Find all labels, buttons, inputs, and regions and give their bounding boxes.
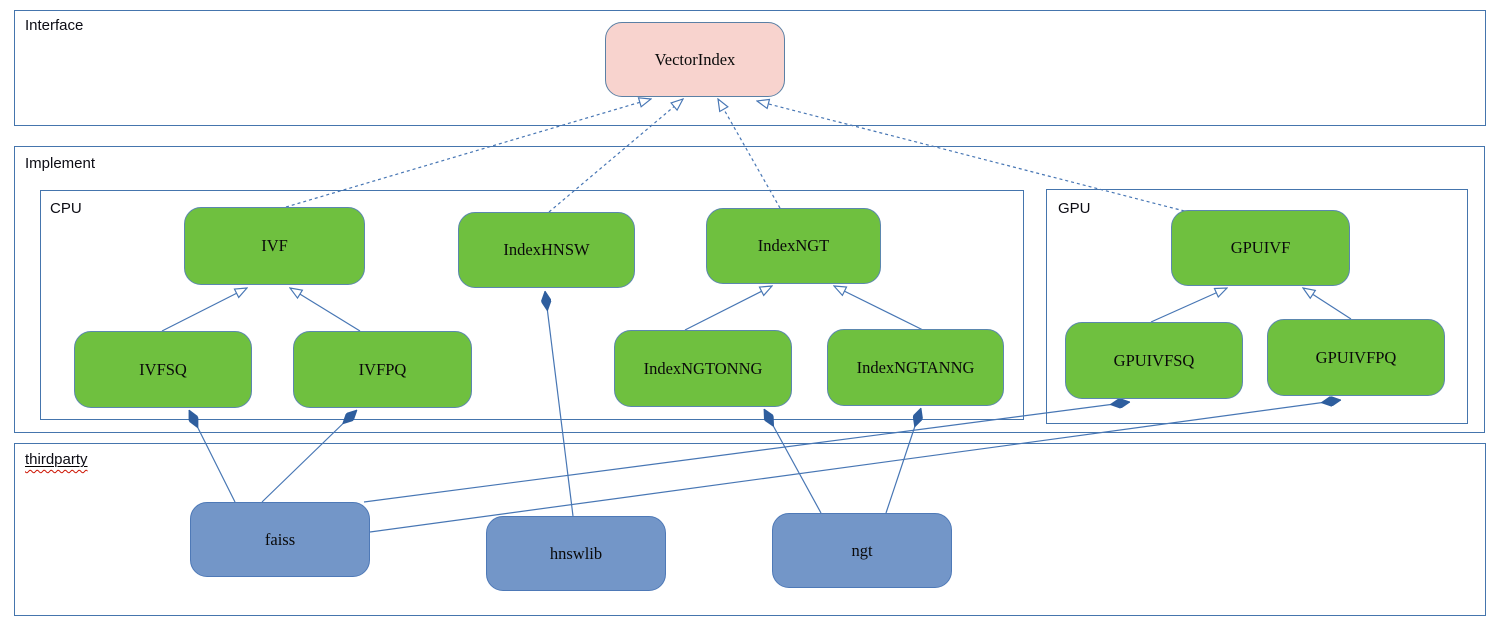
node-gpuivfpq-label: GPUIVFPQ [1315,347,1397,367]
node-ivf-label: IVF [261,236,288,255]
node-ngt-label: ngt [851,540,873,560]
container-interface-label: Interface [25,17,84,34]
node-ivf[interactable]: IVF [184,207,365,285]
container-gpu-label: GPU [1058,200,1091,217]
node-ivfpq-label: IVFPQ [358,359,407,379]
node-ivfpq[interactable]: IVFPQ [293,331,472,408]
node-indexngtonng[interactable]: IndexNGTONNG [614,330,792,407]
node-indexhnsw[interactable]: IndexHNSW [458,212,635,288]
node-indexngt-label: IndexNGT [757,236,830,255]
container-cpu-label: CPU [50,200,82,217]
node-ivfsq-label: IVFSQ [139,359,187,379]
node-gpuivf[interactable]: GPUIVF [1171,210,1350,286]
node-gpuivfsq-label: GPUIVFSQ [1113,350,1195,370]
node-gpuivfpq[interactable]: GPUIVFPQ [1267,319,1445,396]
node-vectorindex[interactable]: VectorIndex [605,22,785,97]
node-faiss-label: faiss [264,529,296,549]
node-indexngtonng-label: IndexNGTONNG [643,358,763,378]
node-vectorindex-label: VectorIndex [654,49,736,69]
node-indexngtanng-label: IndexNGTANNG [856,357,975,377]
container-thirdparty-label-text: thirdparty [25,451,88,468]
node-indexhnsw-label: IndexHNSW [503,240,590,259]
node-indexngtanng[interactable]: IndexNGTANNG [827,329,1004,406]
node-faiss[interactable]: faiss [190,502,370,577]
node-indexngt[interactable]: IndexNGT [706,208,881,284]
node-ivfsq[interactable]: IVFSQ [74,331,252,408]
node-gpuivfsq[interactable]: GPUIVFSQ [1065,322,1243,399]
node-ngt[interactable]: ngt [772,513,952,588]
node-hnswlib[interactable]: hnswlib [486,516,666,591]
container-thirdparty-label: thirdparty [25,451,88,468]
container-implement-label: Implement [25,155,96,172]
node-hnswlib-label: hnswlib [549,543,603,563]
node-gpuivf-label: GPUIVF [1230,238,1291,257]
